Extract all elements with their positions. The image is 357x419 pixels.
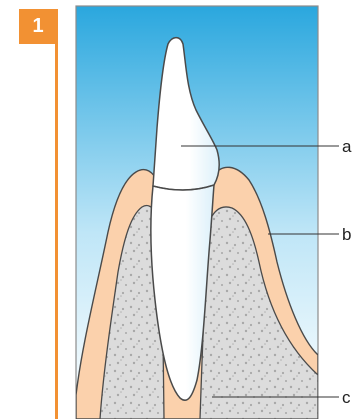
callout-label-a: a bbox=[342, 137, 352, 156]
callout-label-b: b bbox=[342, 225, 351, 244]
callout-label-c: c bbox=[342, 388, 351, 407]
